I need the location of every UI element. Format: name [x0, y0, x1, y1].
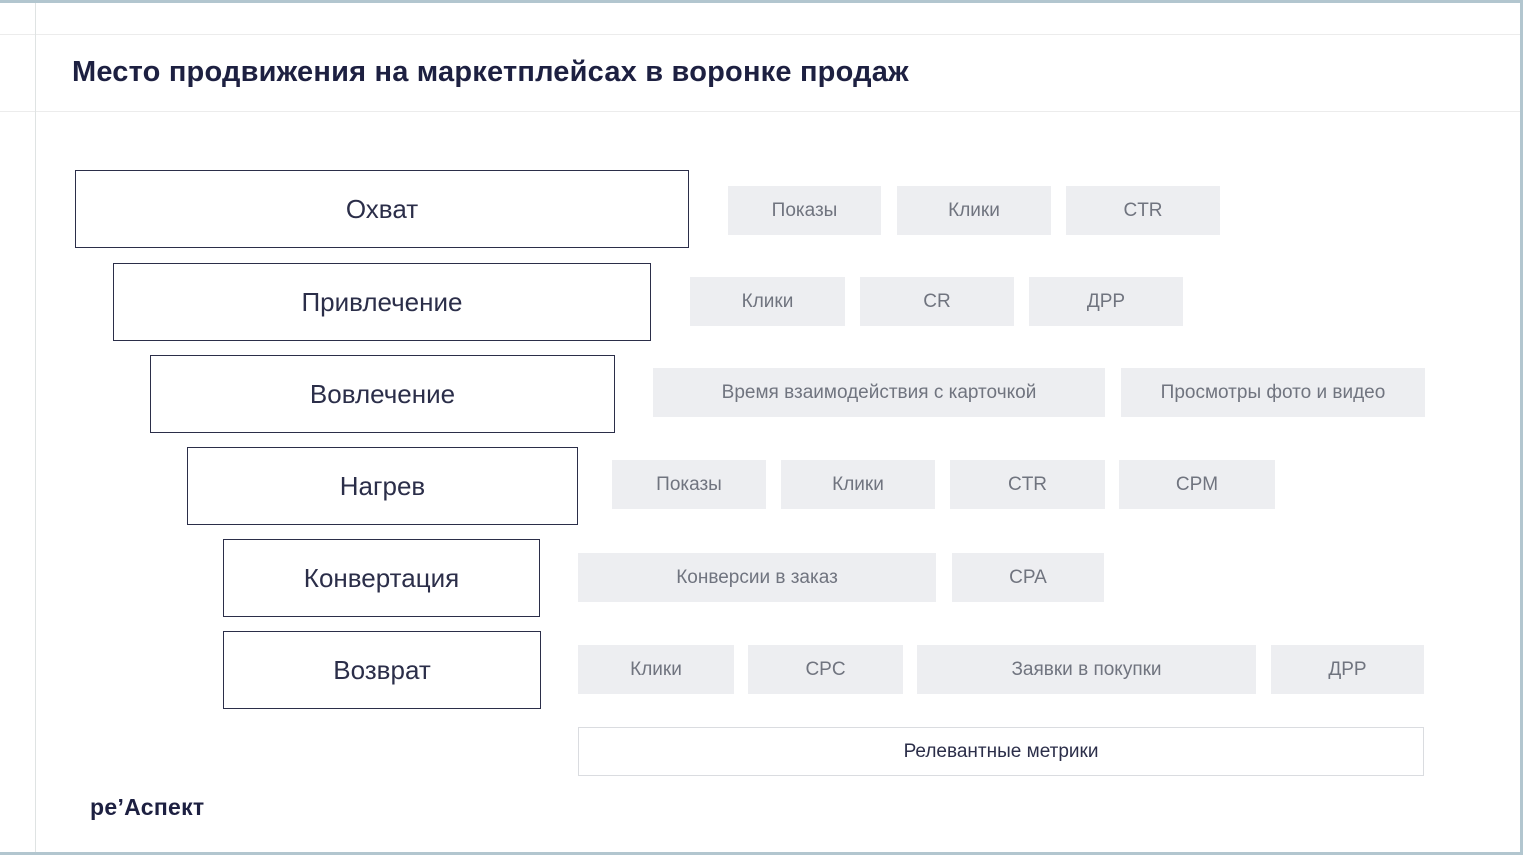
metric-chip: Просмотры фото и видео	[1121, 368, 1425, 417]
metric-chip: Клики	[897, 186, 1051, 235]
funnel-stage-label: Возврат	[333, 654, 431, 685]
metric-chip: Показы	[612, 460, 766, 509]
reaspekt-logo: ре’Аспект	[90, 794, 205, 820]
funnel-stage-label: Вовлечение	[309, 378, 456, 409]
metric-chip: Конверсии в заказ	[578, 553, 936, 602]
relevant-metrics-box: Релевантные метрики	[578, 727, 1424, 776]
funnel-stage-label: Охват	[345, 193, 419, 224]
metric-chip: CTR	[950, 460, 1105, 509]
frame-bottom-edge	[0, 852, 1523, 855]
funnel-stage-reach: Охват	[75, 170, 689, 248]
metric-chip: CR	[860, 277, 1014, 326]
metric-chip: Время взаимодействия с карточкой	[653, 368, 1105, 417]
metric-chip: CPM	[1119, 460, 1275, 509]
metric-chip: Клики	[781, 460, 935, 509]
header-divider-top	[0, 34, 1520, 35]
funnel-stage-label: Привлечение	[301, 286, 463, 317]
funnel-stage-attraction: Привлечение	[113, 263, 651, 341]
metric-chip: ДРР	[1271, 645, 1424, 694]
metric-chip: CTR	[1066, 186, 1220, 235]
funnel-stage-engagement: Вовлечение	[150, 355, 615, 433]
metric-chip: CPC	[748, 645, 903, 694]
funnel-stage-label: Нагрев	[339, 470, 426, 501]
metric-chip: ДРР	[1029, 277, 1183, 326]
header-divider-bottom	[0, 111, 1520, 112]
metric-chip: CPA	[952, 553, 1104, 602]
metric-chip: Заявки в покупки	[917, 645, 1256, 694]
funnel-stage-label: Конвертация	[303, 562, 460, 593]
frame-right-edge	[1520, 0, 1523, 855]
page-title: Место продвижения на маркетплейсах в вор…	[72, 56, 909, 88]
funnel-stage-warming: Нагрев	[187, 447, 578, 525]
left-margin-guide	[35, 3, 36, 852]
metric-chip: Показы	[728, 186, 881, 235]
funnel-stage-conversion: Конвертация	[223, 539, 540, 617]
frame-top-edge	[0, 0, 1523, 3]
funnel-stage-return: Возврат	[223, 631, 541, 709]
metric-chip: Клики	[690, 277, 845, 326]
metric-chip: Клики	[578, 645, 734, 694]
